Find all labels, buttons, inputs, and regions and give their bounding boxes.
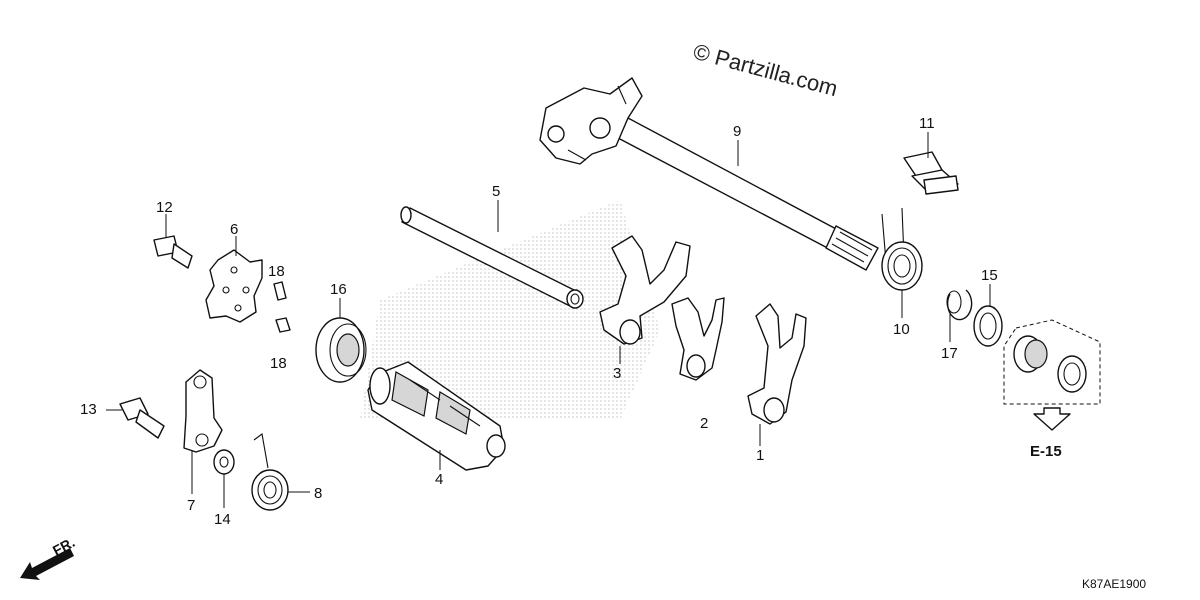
circlip-part-17[interactable] [946, 289, 973, 321]
callout-17[interactable]: 17 [941, 345, 958, 362]
callout-4[interactable]: 4 [435, 471, 443, 488]
callout-12[interactable]: 12 [156, 199, 173, 216]
shift-fork-part-1[interactable] [747, 303, 807, 425]
pin-part-18-a[interactable] [273, 281, 287, 301]
reference-arrow [1033, 407, 1071, 431]
diagram-code: K87AE1900 [1082, 577, 1146, 591]
leader-lines [106, 132, 991, 508]
callout-2[interactable]: 2 [700, 415, 708, 432]
callout-6[interactable]: 6 [230, 221, 238, 238]
bearing-group-e15[interactable] [1003, 319, 1101, 405]
pin-part-18-b[interactable] [275, 317, 291, 333]
stopper-arm-part-7[interactable] [183, 369, 223, 453]
stopper-plate-part-6[interactable] [205, 249, 263, 323]
callout-14[interactable]: 14 [214, 511, 231, 528]
stipple-area [360, 200, 660, 420]
callout-10[interactable]: 10 [893, 321, 910, 338]
reference-label-e15[interactable]: E-15 [1030, 443, 1062, 460]
watermark-text: © Partzilla.com [691, 39, 841, 102]
bolt-part-12[interactable] [153, 235, 193, 269]
fork-shaft-part-5[interactable] [400, 206, 584, 309]
shift-shaft-part-9[interactable] [539, 77, 879, 271]
callout-18-top[interactable]: 18 [268, 263, 285, 280]
callout-5[interactable]: 5 [492, 183, 500, 200]
callout-7[interactable]: 7 [187, 497, 195, 514]
bolt-part-13[interactable] [119, 397, 165, 439]
bearing-part-16[interactable] [315, 317, 367, 383]
callout-3[interactable]: 3 [613, 365, 621, 382]
callout-11[interactable]: 11 [919, 115, 935, 132]
washer-part-14[interactable] [213, 449, 235, 475]
callout-15[interactable]: 15 [981, 267, 998, 284]
callout-9[interactable]: 9 [733, 123, 741, 140]
callout-8[interactable]: 8 [314, 485, 322, 502]
callout-16[interactable]: 16 [330, 281, 347, 298]
shift-drum-part-4[interactable] [367, 361, 506, 471]
callout-13[interactable]: 13 [80, 401, 97, 418]
front-direction-arrow [20, 548, 74, 580]
bolt-part-11[interactable] [903, 151, 959, 195]
callout-1[interactable]: 1 [756, 447, 764, 464]
callout-18-bottom[interactable]: 18 [270, 355, 287, 372]
spring-part-10[interactable] [881, 207, 923, 291]
callouts: 1 2 3 4 5 6 7 8 9 10 11 12 13 14 15 16 1… [80, 115, 998, 528]
shift-fork-part-2[interactable] [671, 297, 725, 381]
shift-fork-part-3[interactable] [599, 235, 691, 345]
washer-part-15[interactable] [973, 305, 1003, 347]
return-spring-part-8[interactable] [251, 433, 289, 511]
